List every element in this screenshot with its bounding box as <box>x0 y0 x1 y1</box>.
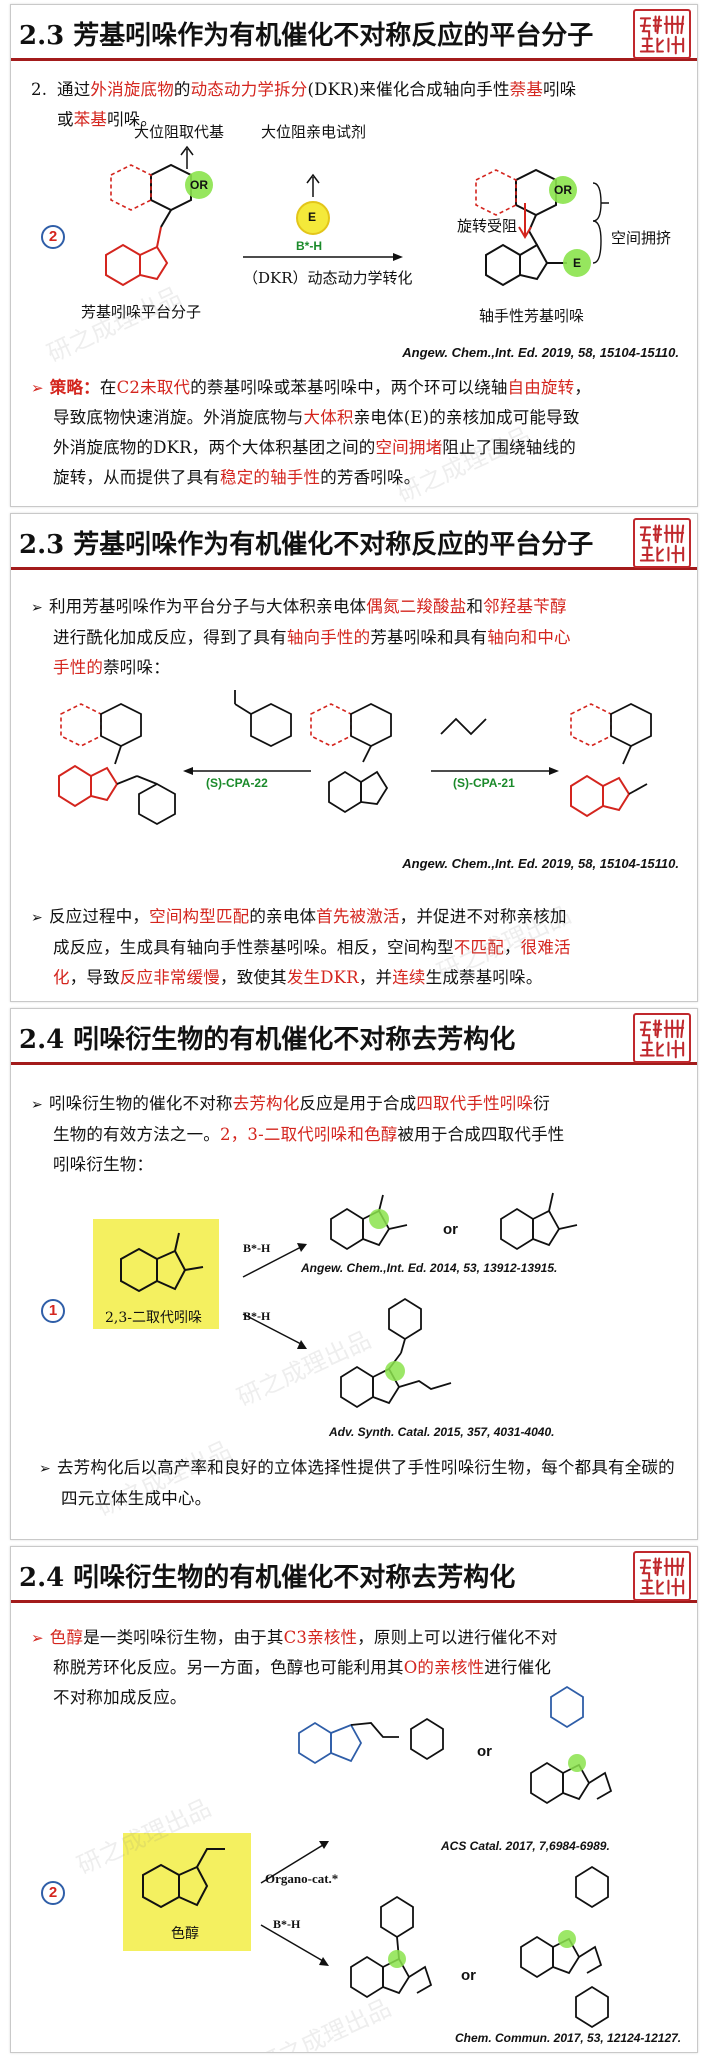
label-bh: B*-H <box>296 239 322 253</box>
scheme-number-circle: 2 <box>41 1881 65 1905</box>
label-e-ball: E <box>308 210 317 224</box>
scheme-number-circle: 2 <box>41 225 65 249</box>
arrow-bullet-icon: ➢ <box>39 1461 51 1477</box>
label-or-product: OR <box>554 183 572 197</box>
slide-3: 2.4 吲哚衍生物的有机催化不对称去芳构化 ➢吲哚衍生物的催化不对称去芳构化反应… <box>10 1008 698 1540</box>
slide-title: 2.3 芳基吲哚作为有机催化不对称反应的平台分子 <box>19 530 594 560</box>
label-bulky-electrophile: 大位阻亲电试剂 <box>261 123 367 141</box>
label-or-substrate: OR <box>190 178 208 192</box>
slide-header: 2.3 芳基吲哚作为有机催化不对称反应的平台分子 <box>11 5 697 61</box>
bh-label-2: B*-H <box>243 1309 271 1323</box>
slide-title: 2.3 芳基吲哚作为有机催化不对称反应的平台分子 <box>19 21 594 51</box>
organocatalyst-label: Organo-cat.* <box>265 1871 339 1886</box>
slide-4: 2.4 吲哚衍生物的有机催化不对称去芳构化 ➢色醇是一类吲哚衍生物，由于其C3亲… <box>10 1546 698 2053</box>
intro-paragraph: 2.通过外消旋底物的动态动力学拆分(DKR)来催化合成轴向手性萘基吲哚或苯基吲哚… <box>31 80 577 129</box>
or-label-2: or <box>461 1967 476 1984</box>
tryptophol-scheme-diagram <box>142 1685 613 2029</box>
catalyst-right-label: (S)-CPA-21 <box>453 776 515 790</box>
arrow-bullet-icon: ➢ <box>31 379 44 397</box>
substrate-label: 2,3-二取代吲哚 <box>105 1310 202 1326</box>
seal-logo <box>633 1013 691 1063</box>
reference-citation-1: ACS Catal. 2017, 7,6984-6989. <box>441 1839 610 1853</box>
arrow-bullet-icon: ➢ <box>31 910 43 926</box>
reference-citation: Angew. Chem.,Int. Ed. 2019, 58, 15104-15… <box>402 345 679 360</box>
or-label-1: or <box>477 1743 492 1760</box>
substrate-highlight-box <box>123 1833 251 1951</box>
label-platform-molecule: 芳基吲哚平台分子 <box>81 303 202 321</box>
bullet-paragraph-1: ➢利用芳基吲哚作为平台分子与大体积亲电体偶氮二羧酸盐和邻羟基苄醇进行酰化加成反应… <box>31 597 571 677</box>
bh-label: B*-H <box>273 1917 301 1931</box>
slide-title: 2.4 吲哚衍生物的有机催化不对称去芳构化 <box>19 1025 516 1055</box>
bh-label-1: B*-H <box>243 1241 271 1255</box>
arrow-bullet-icon: ➢ <box>31 1097 43 1113</box>
seal-logo <box>633 518 691 568</box>
dkr-scheme-diagram <box>105 145 609 287</box>
slide-header: 2.4 吲哚衍生物的有机催化不对称去芳构化 <box>11 1009 697 1065</box>
label-rotation-hindered: 旋转受阻 <box>457 217 518 235</box>
seal-logo <box>633 1551 691 1601</box>
reference-citation-2: Chem. Commun. 2017, 53, 12124-12127. <box>455 2031 682 2045</box>
strategy-paragraph: ➢策略：在C2未取代的萘基吲哚或苯基吲哚中，两个环可以绕轴自由旋转，导致底物快速… <box>31 378 592 487</box>
bullet-paragraph-2: ➢去芳构化后以高产率和良好的立体选择性提供了手性吲哚衍生物，每个都具有全碳的四元… <box>39 1458 675 1508</box>
seal-logo <box>633 9 691 59</box>
bullet-paragraph-1: ➢色醇是一类吲哚衍生物，由于其C3亲核性，原则上可以进行催化不对称脱芳环化反应。… <box>31 1628 558 1707</box>
slide-title: 2.4 吲哚衍生物的有机催化不对称去芳构化 <box>19 1563 516 1593</box>
substrate-label: 色醇 <box>171 1926 199 1942</box>
slide-1: 2.3 芳基吲哚作为有机催化不对称反应的平台分子 2.通过外消旋底物的动态动力学… <box>10 4 698 507</box>
scheme-number-circle: 1 <box>41 1299 65 1323</box>
bullet-paragraph-1: ➢吲哚衍生物的催化不对称去芳构化反应是用于合成四取代手性吲哚衍生物的有效方法之一… <box>31 1094 565 1174</box>
reference-citation-1: Angew. Chem.,Int. Ed. 2014, 53, 13912-13… <box>301 1261 558 1275</box>
label-dkr: （DKR）动态动力学转化 <box>243 269 413 287</box>
label-steric-crowding: 空间拥挤 <box>611 229 672 247</box>
acylation-scheme-diagram <box>58 690 652 826</box>
slide-header: 2.3 芳基吲哚作为有机催化不对称反应的平台分子 <box>11 514 697 570</box>
label-bulky-substituent: 大位阻取代基 <box>134 123 225 141</box>
arrow-bullet-icon: ➢ <box>31 600 43 616</box>
slide-2: 2.3 芳基吲哚作为有机催化不对称反应的平台分子 ➢利用芳基吲哚作为平台分子与大… <box>10 513 698 1002</box>
dearomatization-scheme-diagram <box>120 1192 578 1409</box>
bullet-paragraph-2: ➢反应过程中，空间构型匹配的亲电体首先被激活，并促进不对称亲核加成反应，生成具有… <box>31 907 571 987</box>
slide-header: 2.4 吲哚衍生物的有机催化不对称去芳构化 <box>11 1547 697 1603</box>
arrow-bullet-icon: ➢ <box>31 1629 44 1647</box>
label-e-product: E <box>573 256 582 270</box>
reference-citation-2: Adv. Synth. Catal. 2015, 357, 4031-4040. <box>329 1425 555 1439</box>
reference-citation: Angew. Chem.,Int. Ed. 2019, 58, 15104-15… <box>402 856 679 871</box>
label-axial-product: 轴手性芳基吲哚 <box>479 307 585 325</box>
or-label: or <box>443 1221 458 1238</box>
catalyst-left-label: (S)-CPA-22 <box>206 776 268 790</box>
